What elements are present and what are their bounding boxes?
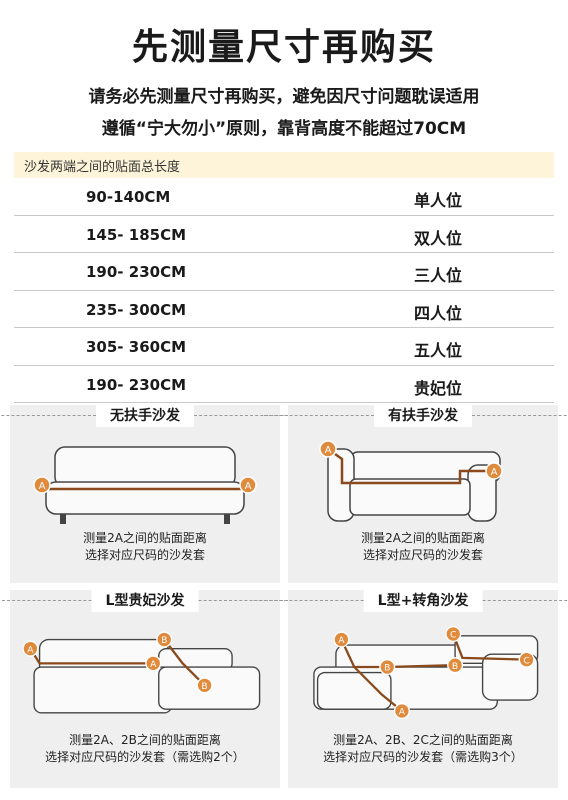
l-corner-sofa-illustration: A B A B C C (313, 625, 539, 720)
armless-sofa-illustration: A A (33, 446, 257, 524)
size-range: 235- 300CM (86, 300, 187, 319)
seat-type: 四人位 (414, 303, 463, 323)
size-range: 305- 360CM (86, 338, 187, 356)
svg-text:C: C (450, 630, 456, 641)
marker-a-top: A (333, 631, 350, 648)
table-row: 305- 360CM 五人位 (14, 328, 554, 366)
marker-b-left: B (379, 658, 396, 676)
caption-line-2: 选择对应尺码的沙发套 (362, 548, 483, 562)
seat-type: 单人位 (414, 191, 463, 210)
marker-a-right: A (485, 462, 503, 480)
svg-text:A: A (399, 707, 406, 718)
caption-line-1: 测量2A之间的贴面距离 (83, 531, 207, 545)
panel-title: 无扶手沙发 (0, 403, 304, 427)
svg-text:B: B (161, 635, 167, 646)
svg-text:A: A (338, 635, 345, 646)
panel-caption: 测量2A、2B之间的贴面距离 选择对应尺码的沙发套（需选购2个） (10, 732, 280, 766)
svg-text:C: C (523, 655, 529, 666)
marker-a-right: A (145, 655, 162, 672)
panel-title: L型贵妃沙发 (0, 588, 309, 612)
caption-line-1: 测量2A、2B、2C之间的贴面距离 (333, 733, 513, 747)
seat-type: 贵妃位 (414, 378, 463, 398)
marker-c-right: C (518, 651, 535, 668)
svg-text:A: A (325, 445, 332, 456)
table-row: 145- 185CM 双人位 (14, 216, 554, 253)
panel-caption: 测量2A之间的贴面距离 选择对应尺码的沙发套 (288, 530, 558, 564)
panel-l-chaise-sofa: L型贵妃沙发 A A B B 测量2A、2B之间的贴面距离 选择对应尺码的沙发套… (0, 588, 309, 788)
table-row: 190- 230CM 三人位 (14, 253, 554, 291)
marker-b-top: B (156, 631, 173, 648)
table-row: 190- 230CM 贵妃位 (14, 366, 554, 403)
svg-text:A: A (27, 644, 34, 655)
svg-text:B: B (452, 661, 458, 672)
size-range: 90-140CM (86, 188, 171, 206)
caption-line-1: 测量2A、2B之间的贴面距离 (69, 733, 221, 747)
table-row: 235- 300CM 四人位 (14, 291, 554, 328)
panel-armless-sofa: 无扶手沙发 A A 测量2A之间的贴面距离 选择对应尺码的沙发套 (0, 403, 304, 583)
size-range: 145- 185CM (86, 225, 187, 244)
panel-title: 有扶手沙发 (264, 403, 568, 427)
panel-l-corner-sofa: L型+转角沙发 A B A B C C (253, 588, 568, 788)
caption-line-2: 选择对应尺码的沙发套（需选购2个） (45, 750, 245, 764)
marker-a-right: A (239, 476, 257, 494)
armrest-sofa-illustration: A A (319, 440, 503, 522)
svg-text:A: A (39, 481, 46, 492)
seat-type: 五人位 (414, 341, 463, 360)
l-chaise-sofa-illustration: A A B B (22, 631, 261, 714)
caption-line-2: 选择对应尺码的沙发套 (84, 548, 205, 562)
size-range: 190- 230CM (86, 375, 187, 394)
svg-text:A: A (245, 481, 252, 492)
panel-armrest-sofa: 有扶手沙发 A A 测量2A之间的贴面距离 选择对应尺码的沙发套 (264, 403, 568, 583)
size-table: 90-140CM 单人位 145- 185CM 双人位 190- 230CM 三… (14, 178, 554, 403)
instruction-line-1: 请务必先测量尺寸再购买，避免因尺寸问题耽误适用 (88, 87, 480, 107)
caption-line-1: 测量2A之间的贴面距离 (361, 531, 485, 545)
table-heading-band: 沙发两端之间的贴面总长度 (14, 152, 554, 178)
page-title: 先测量尺寸再购买 (131, 27, 436, 68)
caption-line-2: 选择对应尺码的沙发套（需选购3个） (323, 750, 523, 764)
svg-text:B: B (384, 663, 390, 674)
instruction-line-2: 遵循“宁大勿小”原则，靠背高度不能超过70CM (101, 119, 467, 139)
marker-a-bottom: A (393, 702, 410, 720)
svg-text:A: A (150, 659, 157, 670)
marker-a-left: A (22, 640, 39, 657)
seat-type: 三人位 (414, 266, 463, 285)
marker-c-top: C (445, 625, 462, 643)
seat-type: 双人位 (414, 228, 463, 248)
size-range: 190- 230CM (86, 263, 187, 281)
marker-a-left: A (33, 476, 51, 494)
panel-caption: 测量2A之间的贴面距离 选择对应尺码的沙发套 (10, 530, 280, 564)
svg-text:B: B (201, 681, 207, 692)
table-heading: 沙发两端之间的贴面总长度 (24, 160, 181, 175)
svg-text:A: A (491, 467, 498, 478)
marker-b-right: B (447, 657, 464, 674)
marker-a-left: A (319, 440, 337, 458)
panel-title: L型+转角沙发 (253, 588, 568, 612)
panel-caption: 测量2A、2B、2C之间的贴面距离 选择对应尺码的沙发套（需选购3个） (288, 732, 558, 766)
marker-b-bottom: B (196, 677, 213, 694)
table-row: 90-140CM 单人位 (14, 178, 554, 216)
